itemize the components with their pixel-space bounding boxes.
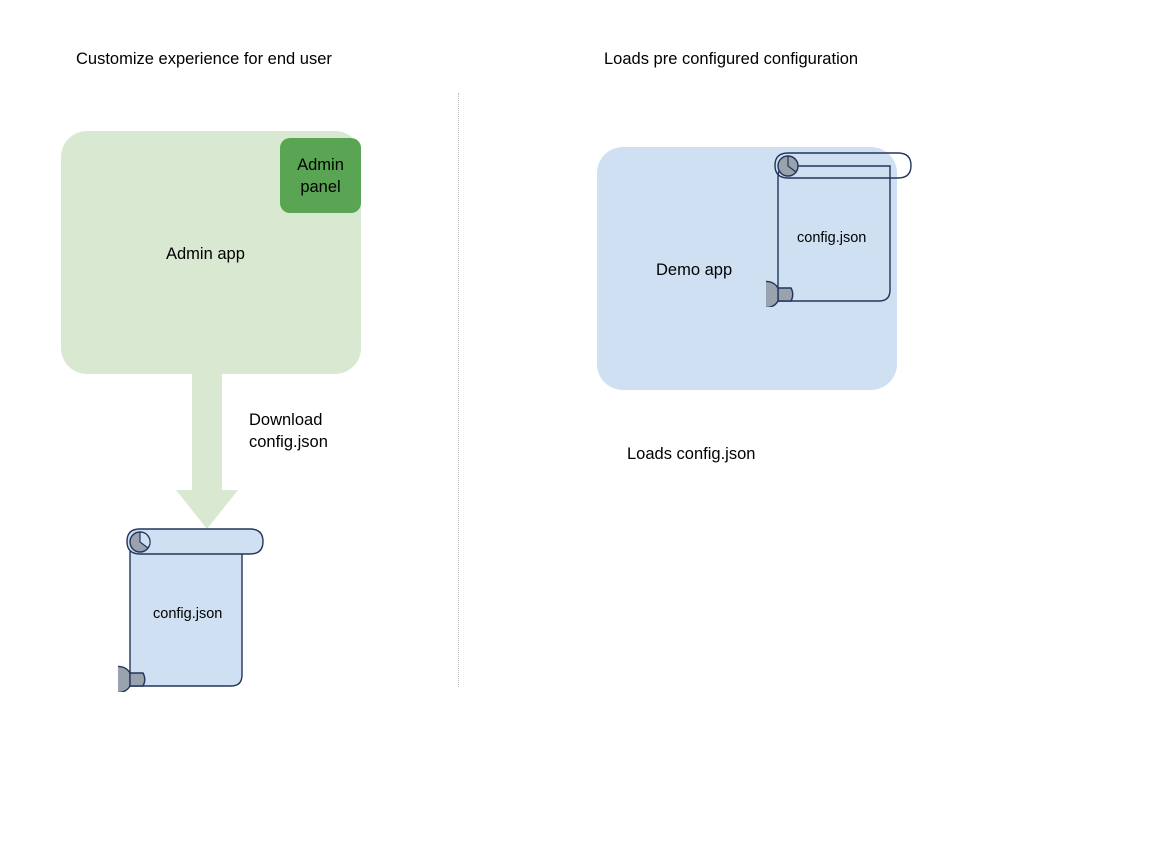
config-json-label-right: config.json xyxy=(797,230,867,246)
config-json-label-left: config.json xyxy=(153,606,223,622)
demo-app-label: Demo app xyxy=(656,261,733,279)
config-json-document-right xyxy=(766,152,912,307)
admin-panel-label-line1: Admin xyxy=(297,155,344,174)
left-column-title: Customize experience for end user xyxy=(76,50,332,68)
column-divider xyxy=(458,93,459,687)
loads-config-caption: Loads config.json xyxy=(627,445,756,463)
download-arrow-label-line2: config.json xyxy=(249,433,328,451)
right-column-title: Loads pre configured configuration xyxy=(604,50,859,68)
download-arrow-label: Download config.json xyxy=(249,409,328,453)
admin-panel-label-line2: panel xyxy=(300,177,341,196)
admin-panel-label: Admin panel xyxy=(297,154,344,198)
admin-panel-box[interactable]: Admin panel xyxy=(280,138,361,213)
download-arrow-label-line1: Download xyxy=(249,411,323,429)
download-arrow-icon xyxy=(176,372,238,529)
admin-app-label: Admin app xyxy=(166,245,245,263)
demo-app-box xyxy=(597,147,897,390)
config-json-document-left xyxy=(118,528,264,692)
